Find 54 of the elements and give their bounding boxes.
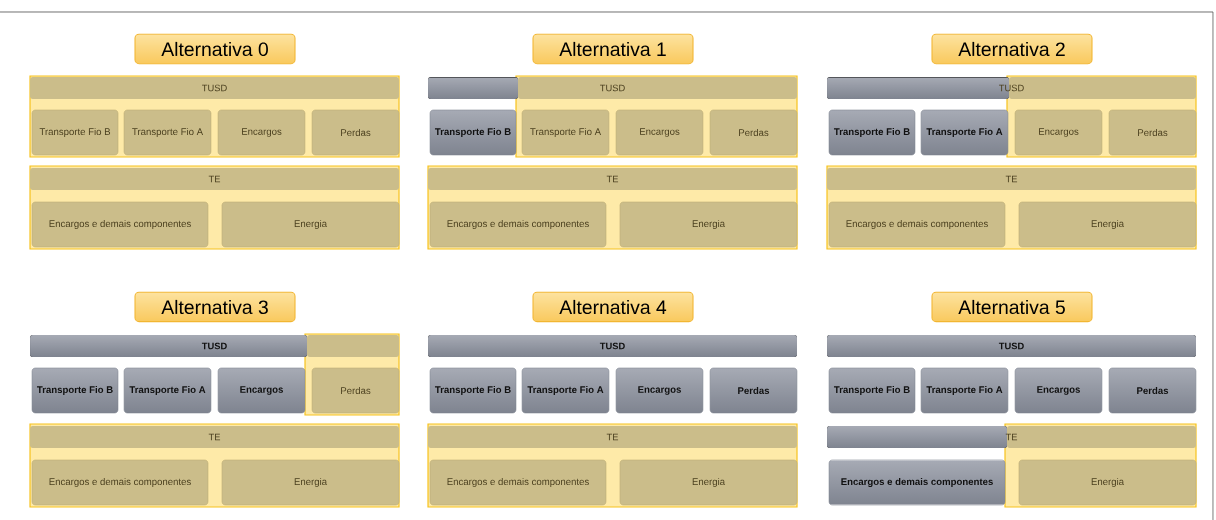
- component-box: Transporte Fio A: [521, 109, 610, 156]
- category-bar: TE: [30, 168, 399, 190]
- title-badge: Alternativa 2: [931, 33, 1093, 65]
- component-box: Encargos e demais componentes: [828, 459, 1006, 506]
- category-bar: TUSD: [30, 77, 399, 99]
- title-badge: Alternativa 3: [134, 291, 296, 323]
- component-box: Transporte Fio A: [123, 367, 212, 414]
- component-box: Encargos e demais componentes: [429, 201, 607, 248]
- category-bar: TUSD: [428, 77, 797, 99]
- component-box: Transporte Fio A: [521, 367, 610, 414]
- category-bar: TE: [30, 426, 399, 448]
- component-box: Transporte Fio A: [920, 367, 1009, 414]
- component-box: Perdas: [709, 367, 798, 414]
- component-box: Encargos: [1014, 367, 1103, 414]
- category-bar: TE: [827, 426, 1196, 448]
- category-bar: TUSD: [827, 77, 1196, 99]
- component-box: Transporte Fio B: [828, 367, 916, 414]
- component-box: Transporte Fio B: [429, 109, 517, 156]
- component-box: Perdas: [1108, 367, 1197, 414]
- component-box: Encargos e demais componentes: [31, 459, 209, 506]
- component-box: Encargos: [217, 109, 306, 156]
- category-bar: TE: [428, 168, 797, 190]
- component-box: Encargos e demais componentes: [828, 201, 1006, 248]
- component-box: Transporte Fio B: [31, 109, 119, 156]
- component-box: Perdas: [709, 109, 798, 156]
- component-box: Encargos: [615, 109, 704, 156]
- component-box: Encargos: [615, 367, 704, 414]
- category-bar: TE: [428, 426, 797, 448]
- component-box: Energia: [619, 201, 798, 248]
- component-box: Perdas: [311, 367, 400, 414]
- category-bar: TE: [827, 168, 1196, 190]
- category-bar: TUSD: [428, 335, 797, 357]
- component-box: Encargos: [217, 367, 306, 414]
- component-box: Transporte Fio B: [828, 109, 916, 156]
- title-badge: Alternativa 0: [134, 33, 296, 65]
- component-box: Encargos e demais componentes: [429, 459, 607, 506]
- component-box: Energia: [1018, 201, 1197, 248]
- title-badge: Alternativa 5: [931, 291, 1093, 323]
- title-badge: Alternativa 4: [532, 291, 694, 323]
- category-bar: TUSD: [827, 335, 1196, 357]
- component-box: Perdas: [311, 109, 400, 156]
- component-box: Energia: [619, 459, 798, 506]
- component-box: Energia: [221, 459, 400, 506]
- component-box: Transporte Fio A: [123, 109, 212, 156]
- component-box: Transporte Fio B: [31, 367, 119, 414]
- component-box: Perdas: [1108, 109, 1197, 156]
- category-bar: TUSD: [30, 335, 399, 357]
- component-box: Encargos e demais componentes: [31, 201, 209, 248]
- component-box: Encargos: [1014, 109, 1103, 156]
- component-box: Transporte Fio A: [920, 109, 1009, 156]
- component-box: Transporte Fio B: [429, 367, 517, 414]
- component-box: Energia: [1018, 459, 1197, 506]
- title-badge: Alternativa 1: [532, 33, 694, 65]
- component-box: Energia: [221, 201, 400, 248]
